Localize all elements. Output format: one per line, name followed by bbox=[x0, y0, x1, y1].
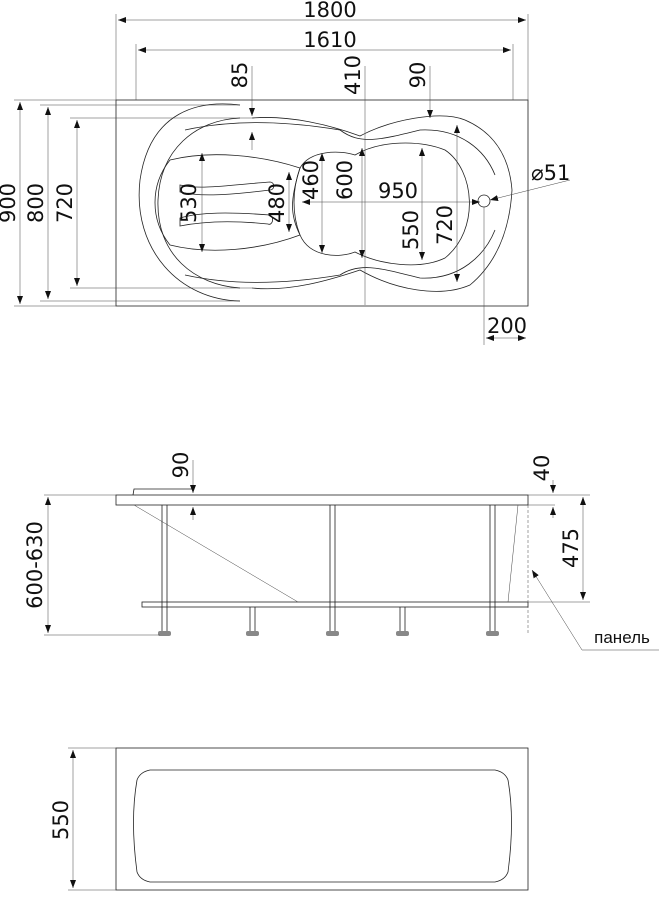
dim-410: 410 bbox=[341, 55, 365, 95]
panel-label: панель bbox=[594, 628, 650, 647]
dim-530: 530 bbox=[177, 183, 201, 223]
side-view: 600-630 90 40 475 панель bbox=[23, 452, 659, 651]
basin-area bbox=[293, 142, 470, 266]
dim-90-side: 90 bbox=[169, 452, 193, 479]
drain-hole bbox=[477, 194, 491, 208]
dim-drain-diameter: ⌀51 bbox=[531, 161, 570, 185]
inner-bowl bbox=[133, 769, 512, 883]
dim-85: 85 bbox=[228, 62, 252, 89]
dim-200: 200 bbox=[487, 314, 527, 338]
dim-480: 480 bbox=[265, 183, 289, 223]
dim-1610: 1610 bbox=[303, 28, 356, 52]
dim-800: 800 bbox=[24, 183, 48, 223]
rim bbox=[115, 494, 529, 506]
dim-475: 475 bbox=[559, 528, 583, 568]
dim-600-630: 600-630 bbox=[23, 521, 47, 609]
dim-720-left: 720 bbox=[53, 183, 77, 223]
dim-720-right: 720 bbox=[433, 205, 457, 245]
armrest-upper bbox=[179, 181, 275, 196]
dim-550-bottom: 550 bbox=[49, 800, 73, 840]
frame-legs bbox=[158, 505, 499, 636]
dim-600: 600 bbox=[333, 160, 357, 200]
dim-550: 550 bbox=[399, 210, 423, 250]
armrest-lower bbox=[179, 212, 274, 227]
bottom-outline bbox=[115, 747, 529, 891]
leg-feet bbox=[158, 631, 499, 636]
dim-90-top: 90 bbox=[406, 62, 430, 89]
dim-40: 40 bbox=[530, 455, 554, 482]
dim-950: 950 bbox=[378, 179, 418, 203]
top-view: 1800 1610 900 800 720 85 410 90 460 600 … bbox=[0, 0, 570, 345]
bottom-view: 550 bbox=[49, 747, 529, 891]
dim-1800: 1800 bbox=[303, 0, 356, 22]
dim-900: 900 bbox=[0, 183, 20, 223]
dim-460: 460 bbox=[299, 160, 323, 200]
headrest-outer bbox=[138, 103, 241, 302]
